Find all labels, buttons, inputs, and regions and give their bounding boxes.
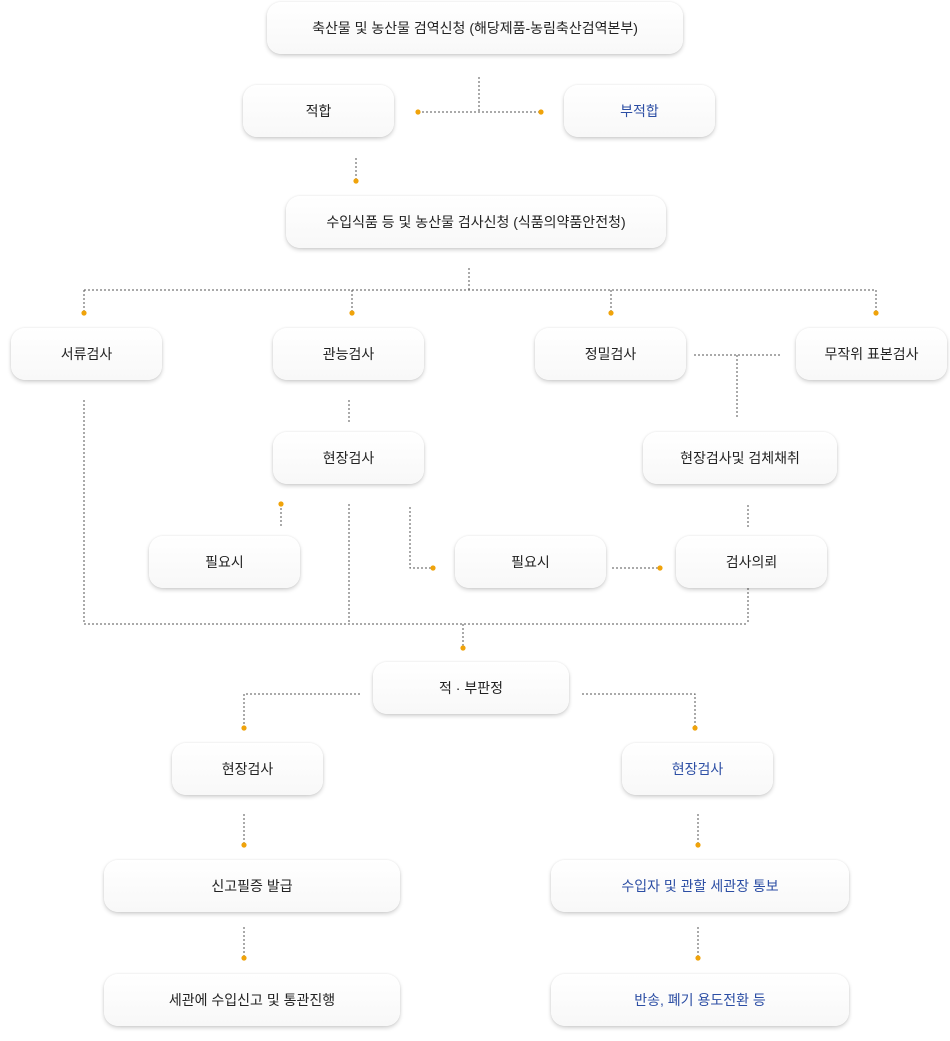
connector	[418, 77, 541, 113]
pass-fail-judgment-box: 적 · 부판정	[373, 662, 569, 714]
if-needed-box-right: 필요시	[455, 536, 606, 588]
connector	[83, 268, 877, 313]
notify-importer-customs-box: 수입자 및 관할 세관장 통보	[551, 860, 849, 912]
document-inspection-box: 서류검사	[11, 328, 162, 380]
precision-inspection-box: 정밀검사	[535, 328, 686, 380]
connector-dot	[657, 565, 663, 571]
customs-clearance-box: 세관에 수입신고 및 통관진행	[104, 974, 400, 1026]
onsite-inspection-pass-box: 현장검사	[172, 743, 323, 795]
connector-dot	[415, 109, 421, 115]
if-needed-box-left: 필요시	[149, 536, 300, 588]
connector-dot	[353, 178, 359, 184]
random-sampling-inspection-box: 무작위 표본검사	[796, 328, 947, 380]
return-disposal-box: 반송, 폐기 용도전환 등	[551, 974, 849, 1026]
onsite-inspection-box: 현장검사	[273, 432, 424, 484]
connector-dot	[460, 645, 466, 651]
connector-dot	[241, 725, 247, 731]
connector	[243, 693, 696, 728]
connector-dot	[695, 955, 701, 961]
connector	[83, 400, 749, 648]
connector-dot	[81, 310, 87, 316]
connector	[694, 354, 780, 418]
connector-dot	[241, 842, 247, 848]
onsite-inspection-fail-box: 현장검사	[622, 743, 773, 795]
connector	[409, 507, 433, 569]
connector-dot	[538, 109, 544, 115]
inspection-application-box: 수입식품 등 및 농산물 검사신청 (식품의약품안전청)	[286, 196, 666, 248]
connector-dot	[873, 310, 879, 316]
connector-dot	[608, 310, 614, 316]
connector-dot	[349, 310, 355, 316]
quarantine-application-box: 축산물 및 농산물 검역신청 (해당제품-농림축산검역본부)	[267, 2, 683, 54]
connector-dot	[241, 955, 247, 961]
certificate-issuance-box: 신고필증 발급	[104, 860, 400, 912]
quarantine-pass-box: 적합	[243, 85, 394, 137]
sensory-inspection-box: 관능검사	[273, 328, 424, 380]
onsite-and-sampling-box: 현장검사및 검체채취	[643, 432, 837, 484]
connector-dot	[430, 565, 436, 571]
inspection-request-box: 검사의뢰	[676, 536, 827, 588]
connector-dot	[692, 725, 698, 731]
connector-dot	[695, 842, 701, 848]
quarantine-fail-box: 부적합	[564, 85, 715, 137]
connector-dot	[278, 501, 284, 507]
